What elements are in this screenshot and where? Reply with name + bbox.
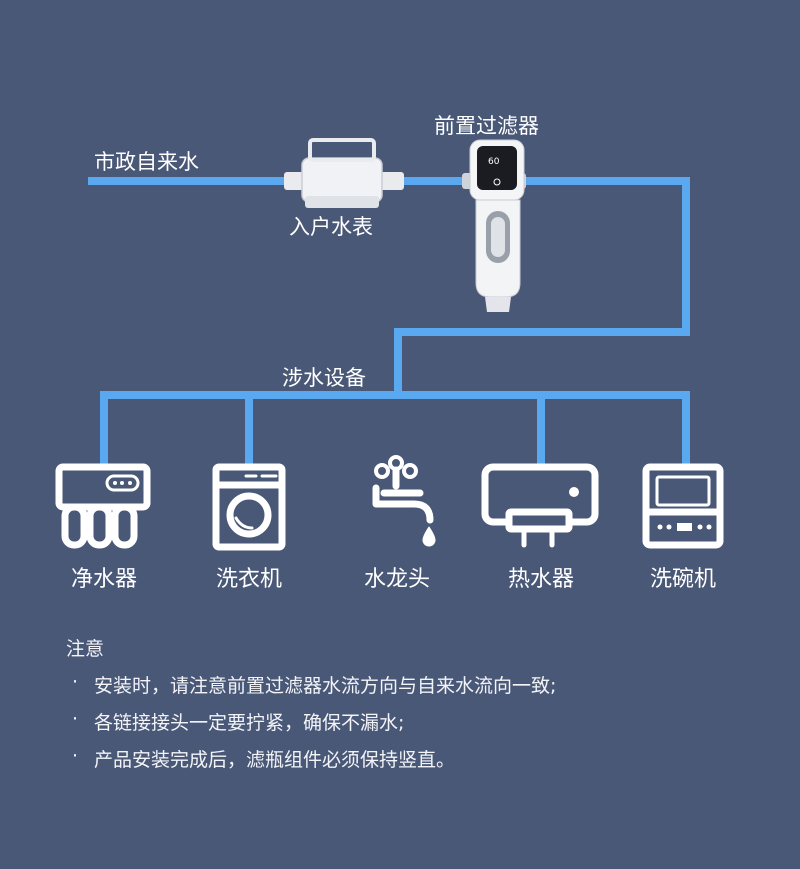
- note-text: 各链接接头一定要拧紧，确保不漏水;: [94, 712, 405, 734]
- appliance-label-faucet: 水龙头: [364, 567, 430, 592]
- note-bullet: ·: [72, 671, 79, 693]
- faucet-icon: [372, 455, 436, 547]
- appliance-label-purifier: 净水器: [71, 567, 137, 592]
- note-text: 安装时，请注意前置过滤器水流方向与自来水流向一致;: [94, 675, 557, 697]
- pipe-network: [88, 177, 690, 470]
- note-item: · 各链接接头一定要拧紧，确保不漏水;: [66, 708, 766, 745]
- note-item: · 产品安装完成后，滤瓶组件必须保持竖直。: [66, 745, 766, 782]
- main-pipe: [88, 177, 690, 395]
- prefilter-label: 前置过滤器: [434, 114, 539, 138]
- note-bullet: ·: [72, 745, 79, 767]
- dishwasher-icon: [642, 463, 724, 549]
- appliance-label-dishwasher: 洗碗机: [650, 567, 716, 592]
- appliance-label-washer: 洗衣机: [216, 567, 282, 592]
- municipal-water-label: 市政自来水: [94, 150, 199, 174]
- water-meter-icon: [284, 138, 404, 208]
- installation-notes: 注意 · 安装时，请注意前置过滤器水流方向与自来水流向一致; · 各链接接头一定…: [66, 634, 766, 782]
- appliance-label-heater: 热水器: [508, 567, 574, 592]
- branch-pipe: [100, 391, 690, 470]
- water-heater-icon: [481, 463, 599, 548]
- note-item: · 安装时，请注意前置过滤器水流方向与自来水流向一致;: [66, 671, 766, 708]
- prefilter-device-icon: [462, 139, 526, 312]
- note-bullet: ·: [72, 708, 79, 730]
- water-purifier-icon: [55, 463, 151, 549]
- prefilter-display-reading: 60: [488, 157, 500, 167]
- note-text: 产品安装完成后，滤瓶组件必须保持竖直。: [94, 749, 456, 771]
- water-equipment-label: 涉水设备: [282, 366, 366, 390]
- water-meter-label: 入户水表: [289, 215, 373, 239]
- notes-title: 注意: [66, 638, 105, 660]
- washing-machine-icon: [212, 463, 286, 551]
